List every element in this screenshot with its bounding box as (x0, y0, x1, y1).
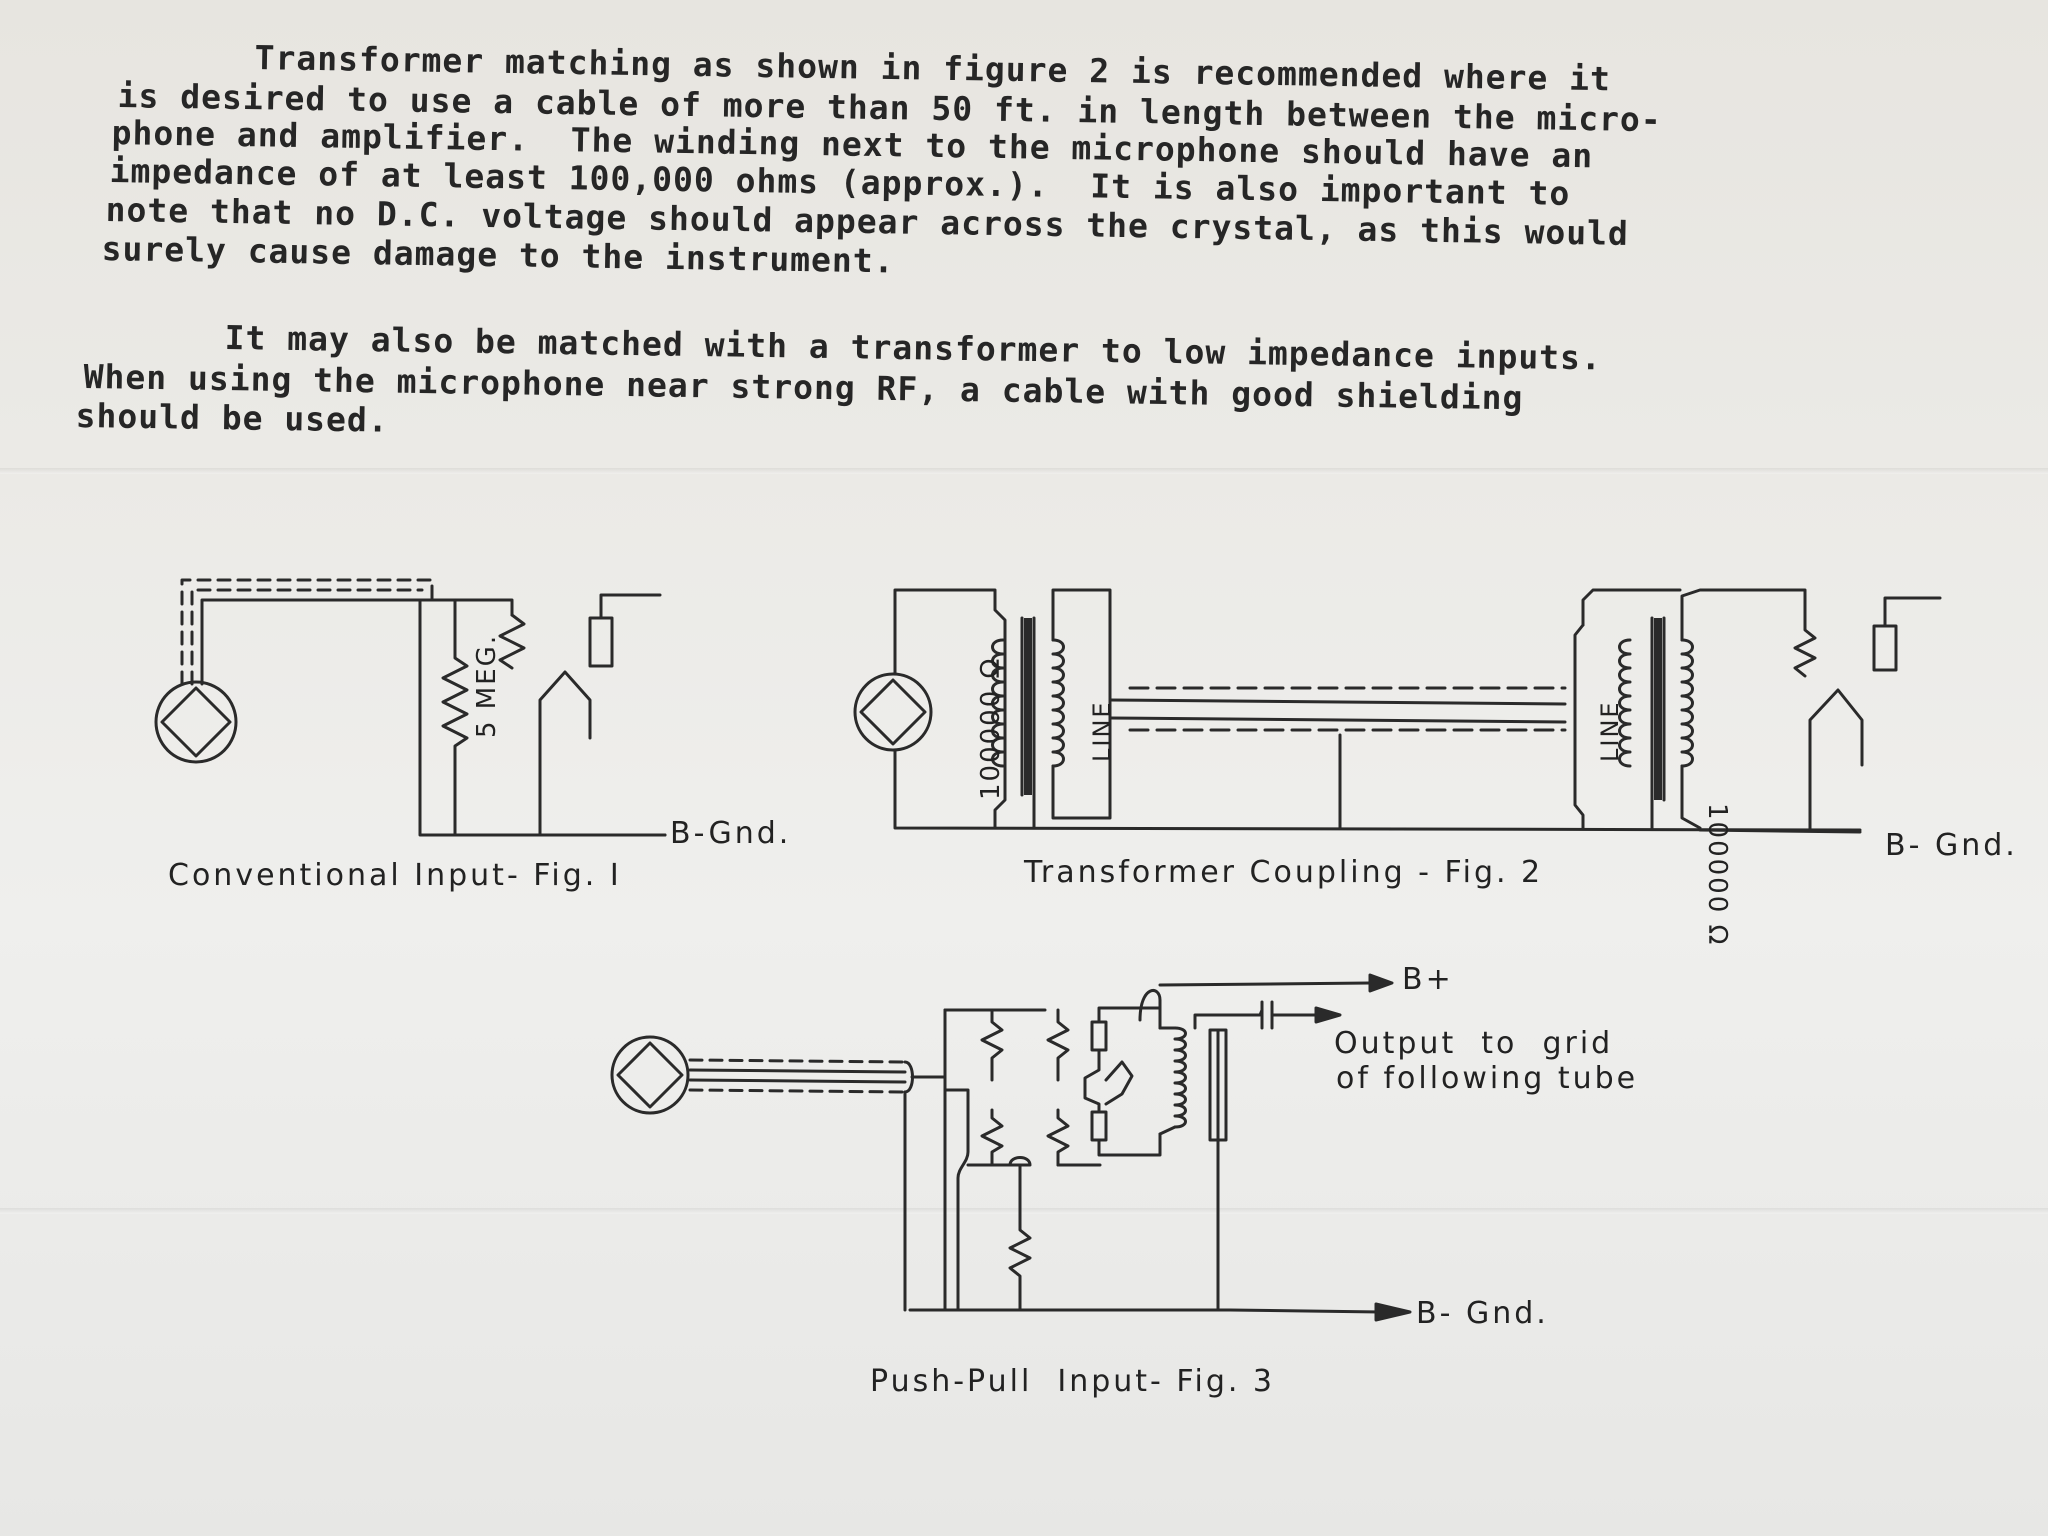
fig1-caption: Conventional Input- Fig. I (168, 858, 622, 893)
left-transformer (991, 588, 1112, 830)
fig2-right-line-label: LINE (1596, 700, 1624, 762)
fig1-ground-label: B-Gnd. (670, 816, 792, 851)
bplus-line (1158, 981, 1372, 987)
microphone-crystal-symbol (154, 680, 238, 764)
fig2-caption: Transformer Coupling - Fig. 2 (1024, 855, 1544, 890)
fig2-left-line-label: LINE (1088, 700, 1116, 762)
fig3-output-label: of following tube (1336, 1061, 1639, 1096)
fig3-output-label: Output to grid (1334, 1026, 1614, 1061)
paper-fold-line (0, 468, 2048, 474)
right-transformer (1618, 588, 1807, 830)
fig2-right-winding-label: 100000 Ω (1702, 803, 1732, 947)
grid-resistor (441, 598, 469, 837)
fig3-bplus-label: B+ (1402, 962, 1454, 997)
microphone-crystal-symbol (853, 672, 933, 752)
shielded-cable (180, 578, 434, 686)
fig2-schematic (853, 588, 1942, 834)
fig3-caption: Push-Pull Input- Fig. 3 (870, 1364, 1276, 1399)
microphone-crystal-symbol (610, 1035, 690, 1115)
fig3-schematic (610, 973, 1412, 1322)
fig3-ground-label: B- Gnd. (1416, 1296, 1549, 1331)
fig1-schematic (154, 578, 667, 837)
paper-fold-line (0, 1208, 2048, 1214)
fig1-resistor-label: 5 MEG. (472, 633, 502, 738)
shielded-cable (688, 1058, 907, 1064)
ground-line (908, 1308, 1382, 1314)
fig2-left-winding-label: 100000 Ω (976, 656, 1006, 800)
fig2-ground-label: B- Gnd. (1885, 828, 2018, 863)
